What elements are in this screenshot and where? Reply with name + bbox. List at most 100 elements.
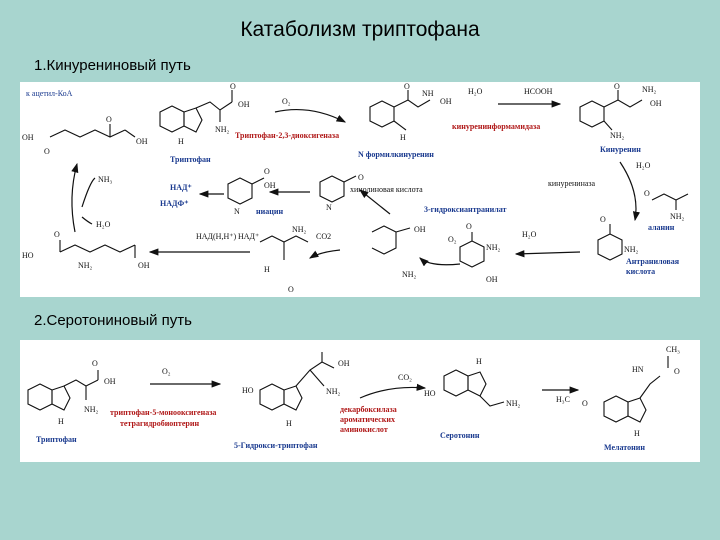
arrow-nh3-release (81, 177, 96, 208)
atom-o: O (230, 82, 236, 91)
o2-bottom-label: O₂ (448, 235, 457, 244)
5htp-label: 5-Гидрокси-триптофан (234, 441, 318, 450)
atom-nh2: NH₂ (78, 261, 93, 270)
quinolinate-molecule: O N (319, 173, 364, 212)
h2o-right-label: H₂O (636, 161, 651, 170)
enzyme-decarb-label-1: декарбоксилаза (340, 405, 397, 414)
acetyl-coa-label: к ацетил-КоА (26, 89, 73, 98)
atom-oh: OH (414, 225, 426, 234)
h2o-left-label: H₂O (96, 220, 111, 229)
atom-o: O (466, 222, 472, 231)
tryptophan-molecule-2: O OH NH₂ H (27, 359, 116, 426)
arrow-to-3ha (514, 250, 581, 258)
hydroxyanthranilate-molecule: O NH₂ OH (459, 222, 501, 284)
kynurenine-label: Кинуренин (600, 145, 641, 154)
atom-h: H (400, 133, 406, 142)
arrow-to-quinolinate (359, 189, 391, 215)
atom-h: H (476, 357, 482, 366)
enzyme-decarb-label-3: аминокислот (340, 425, 388, 434)
atom-h3c: H₃C (556, 395, 570, 404)
arrow-kyn-to-anth (619, 161, 641, 222)
atom-nh2: NH₂ (402, 270, 417, 279)
atom-nh2: NH₂ (215, 125, 230, 134)
atom-h: H (286, 419, 292, 428)
atom-oh: OH (650, 99, 662, 108)
tryptophan-label: Триптофан (170, 155, 211, 164)
atom-o: O (288, 285, 294, 294)
atom-h: H (634, 429, 640, 438)
alanine-molecule: O NH₂ (644, 189, 689, 221)
atom-oh: OH (338, 359, 350, 368)
atom-oh: OH (136, 137, 148, 146)
atom-nh2: NH₂ (326, 387, 341, 396)
aminomuconate-molecule: NH₂ O H (259, 225, 309, 294)
section-title-kynurenine: 1.Кинурениновый путь (34, 57, 191, 74)
atom-n: N (234, 207, 240, 216)
enzyme-formamidase-label: кинуренинформамидаза (452, 122, 540, 131)
n-formylkynurenine-molecule: O NH OH H (369, 82, 452, 142)
atom-o: O (264, 167, 270, 176)
atom-ho: HO (22, 251, 34, 260)
o2-label-2: O₂ (162, 367, 171, 376)
o2-label: O₂ (282, 97, 291, 106)
atom-nh2: NH₂ (670, 212, 685, 221)
atom-nh2: NH₂ (84, 405, 99, 414)
atom-o: O (404, 82, 410, 91)
kynurenine-pathway-panel: к ацетил-КоА OH O O OH NH₃ H₂O O OH NH₂ … (20, 82, 700, 297)
enzyme-tdo-label: Триптофан-2,3-диоксигеназа (235, 131, 339, 140)
serotonin-molecule: HO H NH₂ (424, 357, 521, 408)
5-hydroxytryptophan-molecule: HO OH NH₂ H (242, 352, 350, 428)
nadp-label: НАДФ⁺ (160, 199, 189, 208)
atom-ho: OH (22, 133, 34, 142)
nad-label: НАД⁺ (170, 183, 192, 192)
atom-nh2: NH₂ (610, 131, 625, 140)
atom-o: O (92, 359, 98, 368)
niacin-label: ниацин (256, 207, 283, 216)
alanine-label: аланин (648, 223, 675, 232)
kynurenine-molecule: O NH₂ OH NH₂ (579, 82, 662, 140)
atom-oh: OH (138, 261, 150, 270)
atom-n: N (326, 203, 332, 212)
enzyme-tph-label-1: триптофан-5-монооксигеназа (110, 408, 216, 417)
atom-ch3: CH₃ (666, 345, 680, 354)
anthranilic-label-2: кислота (626, 267, 655, 276)
co2-label-2: CO₂ (398, 373, 412, 382)
arrow-trp-to-nformyl (274, 108, 347, 123)
h2o-top-label: H₂O (468, 87, 483, 96)
co2-label: CO2 (316, 232, 331, 241)
hydroxyanthranilate-label: 3-гидроксиантранилат (424, 205, 507, 214)
atom-oh: OH (238, 100, 250, 109)
section-title-serotonin: 2.Серотониновый путь (34, 312, 192, 329)
anthranilic-acid-molecule: O NH₂ (597, 215, 639, 261)
atom-nh2: NH₂ (624, 245, 639, 254)
atom-hn: HN (632, 365, 644, 374)
nadhh-label: НАД(Н,Н⁺) (196, 232, 236, 241)
atom-h: H (264, 265, 270, 274)
enzyme-decarb-label-2: ароматических (340, 415, 395, 424)
hcooh-label: HCOOH (524, 87, 553, 96)
atom-nh2: NH₂ (486, 243, 501, 252)
serotonin-pathway-diagram: O OH NH₂ H Триптофан O₂ триптофан-5-моно… (27, 345, 680, 452)
slide-title: Катаболизм триптофана (240, 18, 480, 41)
atom-o: O (106, 115, 112, 124)
tryptophan-label-2: Триптофан (36, 435, 77, 444)
atom-nh2: NH₂ (506, 399, 521, 408)
arrow-to-acetyl (71, 162, 79, 233)
serotonin-pathway-panel: O OH NH₂ H Триптофан O₂ триптофан-5-моно… (20, 340, 700, 462)
arrow-h2o-enter (81, 216, 93, 225)
atom-ho: HO (242, 386, 254, 395)
atom-o: O (614, 82, 620, 91)
atom-o: O (358, 173, 364, 182)
atom-oh: OH (264, 181, 276, 190)
atom-nh2: NH₂ (642, 85, 657, 94)
tryptophan-molecule: O OH NH₂ H (159, 82, 250, 146)
n-formylkynurenine-label: N формилкинуренин (358, 150, 434, 159)
kynurenine-pathway-diagram: к ацетил-КоА OH O O OH NH₃ H₂O O OH NH₂ … (22, 82, 689, 294)
atom-o: O (600, 215, 606, 224)
semialdehyde-molecule: OH NH₂ (371, 225, 426, 279)
niacin-molecule: O OH N (227, 167, 276, 216)
arrow-5htp-to-serotonin (359, 383, 427, 399)
atom-h: H (178, 137, 184, 146)
arrow-to-aminomuconate (308, 249, 341, 259)
melatonin-label: Мелатонин (604, 443, 645, 452)
